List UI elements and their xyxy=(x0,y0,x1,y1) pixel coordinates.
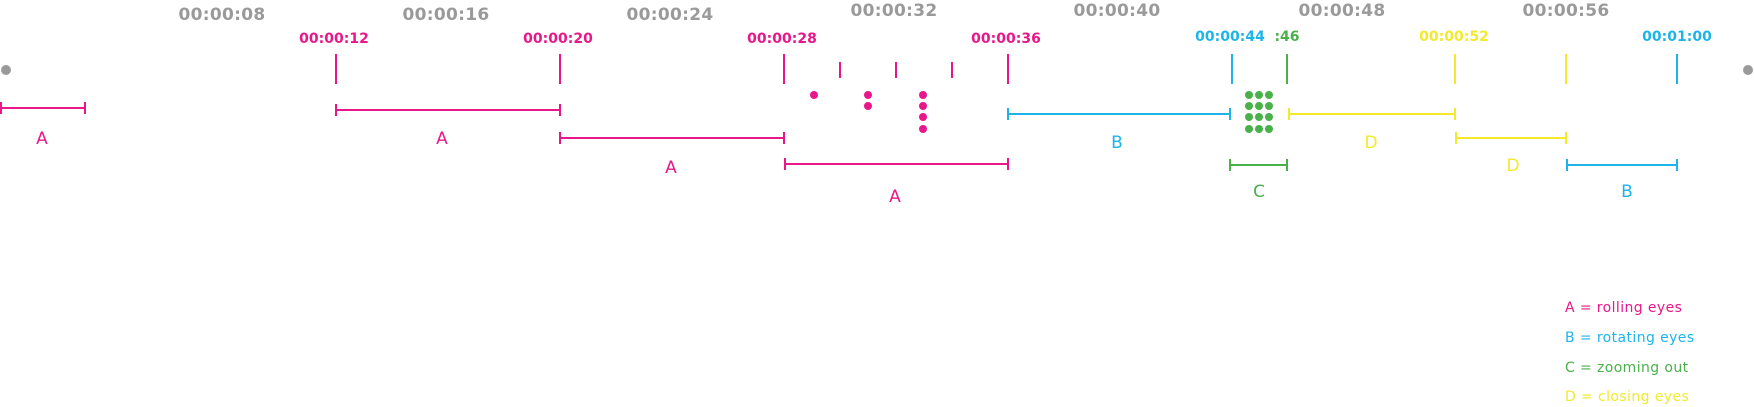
top-tick-label: 00:00:16 xyxy=(403,5,490,25)
green-dot xyxy=(1245,125,1253,133)
green-dot xyxy=(1245,91,1253,99)
timeline-end-dot xyxy=(1743,65,1753,75)
top-tick-label: 00:00:40 xyxy=(1074,1,1161,21)
marker-tick-label: 00:00:52 xyxy=(1419,29,1489,45)
legend-item: A = rolling eyes xyxy=(1565,300,1682,316)
top-tick-label: 00:00:48 xyxy=(1299,1,1386,21)
top-tick-label: 00:00:32 xyxy=(851,1,938,21)
marker-tick-label: 00:00:12 xyxy=(299,31,369,47)
top-time-ticks: 00:00:08 00:00:16 00:00:24 00:00:32 00:0… xyxy=(179,1,1610,25)
green-dot xyxy=(1255,125,1263,133)
segment-a: A xyxy=(559,132,785,178)
green-dot xyxy=(1245,102,1253,110)
segment-label: A xyxy=(665,158,677,178)
marker-tick-label: :46 xyxy=(1274,29,1299,45)
segment-label: B xyxy=(1111,133,1123,153)
marker-tick-label: 00:00:28 xyxy=(747,31,817,47)
segment-a: A xyxy=(0,102,86,149)
pink-dot xyxy=(919,91,927,99)
top-tick-label: 00:00:08 xyxy=(179,5,266,25)
pink-dot xyxy=(919,113,927,121)
green-dot xyxy=(1265,125,1273,133)
pink-dot xyxy=(810,91,818,99)
legend-item: B = rotating eyes xyxy=(1565,330,1695,346)
marker-tick-label: 00:00:36 xyxy=(971,31,1041,47)
dot-groups xyxy=(810,91,1273,133)
segment-b: B xyxy=(1007,108,1231,153)
legend: A = rolling eyes B = rotating eyes C = z… xyxy=(1565,300,1695,405)
segment-label: C xyxy=(1253,182,1265,202)
green-dot xyxy=(1255,113,1263,121)
segment-d: D xyxy=(1288,108,1456,153)
segment-d: D xyxy=(1455,132,1567,176)
segment-label: D xyxy=(1364,133,1377,153)
top-tick-label: 00:00:24 xyxy=(627,5,714,25)
top-tick-label: 00:00:56 xyxy=(1523,1,1610,21)
pink-dot xyxy=(919,125,927,133)
green-dot xyxy=(1265,91,1273,99)
segment-label: D xyxy=(1506,156,1519,176)
segments: A A A A xyxy=(0,102,1678,207)
green-dot xyxy=(1265,102,1273,110)
segment-b: B xyxy=(1566,159,1678,202)
segment-label: A xyxy=(889,187,901,207)
segment-label: A xyxy=(436,129,448,149)
legend-item: C = zooming out xyxy=(1565,360,1689,376)
segment-a: A xyxy=(335,104,561,149)
marker-tick-label: 00:01:00 xyxy=(1642,29,1712,45)
green-dot xyxy=(1245,113,1253,121)
timeline-start-dot xyxy=(1,65,11,75)
green-dot xyxy=(1255,102,1263,110)
marker-ticks: 00:00:12 00:00:20 00:00:28 00:00:36 00:0… xyxy=(299,29,1712,84)
green-dot xyxy=(1265,113,1273,121)
pink-dot xyxy=(864,91,872,99)
segment-label: B xyxy=(1621,182,1633,202)
segment-a: A xyxy=(784,158,1009,207)
marker-tick-label: 00:00:44 xyxy=(1195,29,1265,45)
segment-label: A xyxy=(36,129,48,149)
pink-dot xyxy=(919,102,927,110)
legend-item: D = closing eyes xyxy=(1565,389,1689,405)
green-dot xyxy=(1255,91,1263,99)
segment-c: C xyxy=(1229,159,1288,202)
marker-tick-label: 00:00:20 xyxy=(523,31,593,47)
pink-dot xyxy=(864,102,872,110)
